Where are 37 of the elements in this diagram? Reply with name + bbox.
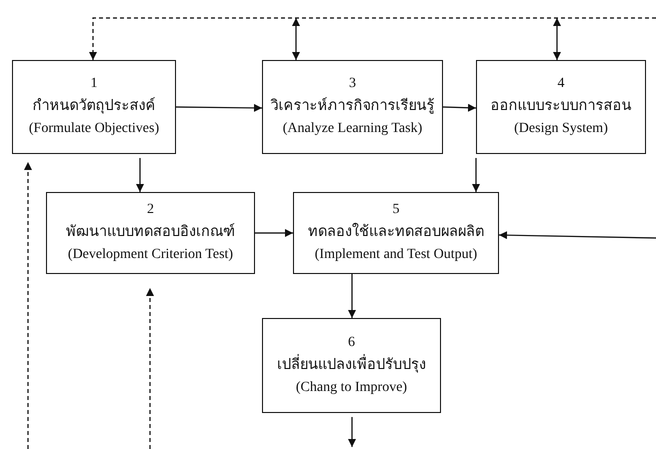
dashed-arrow [89, 17, 656, 60]
arrow [348, 417, 356, 447]
process-box [476, 60, 646, 154]
step-number: 4 [558, 75, 564, 93]
arrow [292, 18, 300, 60]
english-title: (Implement and Test Output) [314, 246, 478, 264]
thai-title: เปลี่ยนแปลงเพื่อปรับปรุง [277, 354, 426, 376]
thai-title: กำหนดวัตถุประสงค์ [32, 96, 156, 116]
process-box [293, 192, 499, 274]
dashed-arrow [146, 288, 154, 449]
step-number: 2 [147, 201, 154, 219]
arrow [442, 104, 476, 112]
arrow [255, 229, 293, 237]
process-box [12, 60, 176, 154]
thai-title: พัฒนาแบบทดสอบอิงเกณฑ์ [66, 222, 235, 242]
arrow [472, 158, 480, 192]
step-number: 3 [349, 75, 356, 93]
step-number: 5 [392, 201, 400, 219]
arrow [348, 274, 356, 318]
english-title: (Development Criterion Test) [68, 246, 234, 264]
arrow [553, 18, 561, 60]
english-title: (Formulate Objectives) [28, 120, 160, 138]
process-box [46, 192, 255, 274]
arrow [498, 231, 656, 240]
dashed-arrow [24, 162, 32, 449]
english-title: (Analyze Learning Task) [282, 120, 422, 138]
arrow [176, 104, 262, 112]
arrow [136, 158, 144, 192]
process-box [262, 60, 443, 154]
english-title: (Chang to Improve) [296, 378, 408, 396]
thai-title: วิเคราะห์ภารกิจการเรียนรู้ [270, 96, 434, 116]
english-title: (Design System) [514, 120, 608, 138]
thai-title: ออกแบบระบบการสอน [490, 97, 632, 116]
thai-title: ทดลองใช้และทดสอบผลผลิต [308, 222, 484, 242]
process-box [262, 318, 441, 413]
step-number: 6 [348, 334, 355, 352]
step-number: 1 [90, 75, 98, 93]
